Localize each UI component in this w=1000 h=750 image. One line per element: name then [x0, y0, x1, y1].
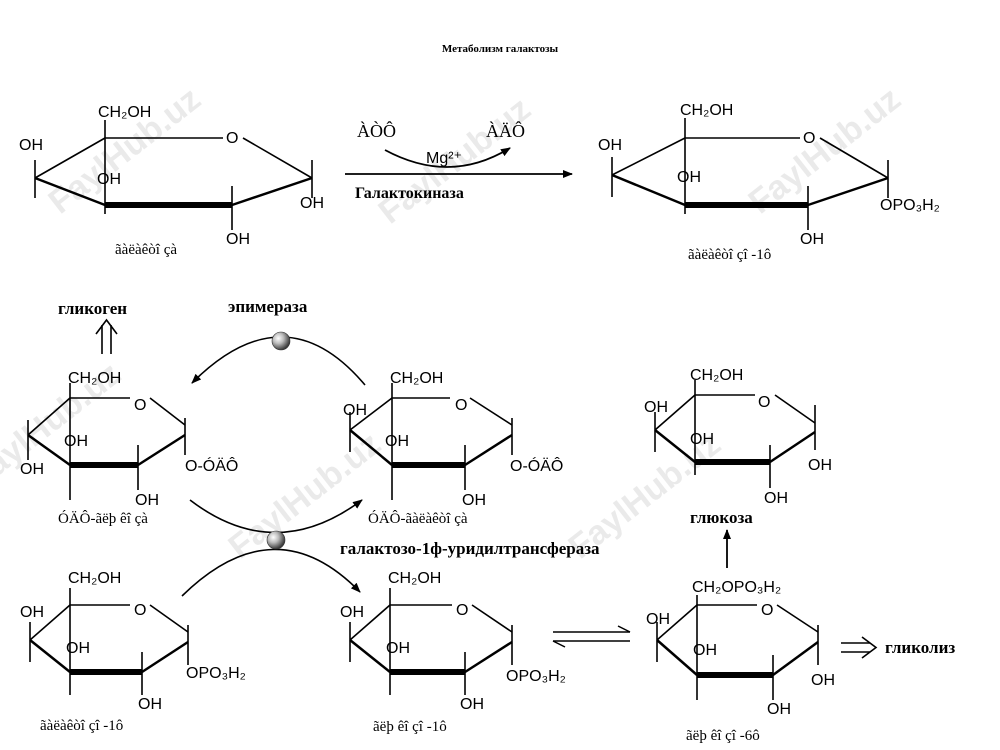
- page-title: Метаболизм галактозы: [442, 43, 559, 55]
- compound-caption: ãàëàêòî çî -1ô: [40, 718, 123, 734]
- molecule-galactose-top: CH₂OH OH O OH OH OH ãàëàêòî çà: [19, 104, 324, 258]
- atp-label: ÀÒÔ: [357, 120, 396, 141]
- atom-label: OH: [598, 137, 622, 154]
- compound-caption: ÓÄÔ-ãëþ êî çà: [58, 510, 148, 527]
- molecule-glucose: CH₂OH OH O OH OH OH: [644, 367, 832, 507]
- atom-label: OH: [20, 461, 44, 478]
- atom-label: OH: [226, 231, 250, 248]
- atom-label: OH: [767, 701, 791, 718]
- molecule-glucose-1p: CH₂OH OH O OH OPO₃H₂ OH ãëþ êî çî -1ô: [340, 570, 566, 735]
- compound-caption: ãàëàêòî çî -1ô: [688, 247, 771, 263]
- enzyme-galactokinase: Галактокиназа: [355, 185, 464, 202]
- atom-label: OH: [811, 672, 835, 689]
- atom-label: CH₂OH: [98, 104, 151, 121]
- atom-label: OH: [138, 696, 162, 713]
- atom-label: O-ÓÄÔ: [185, 456, 238, 475]
- atom-label: O-ÓÄÔ: [510, 456, 563, 475]
- atom-label: OH: [690, 431, 714, 448]
- atom-label: OH: [764, 490, 788, 507]
- compound-caption: ãëþ êî çî -1ô: [373, 719, 447, 735]
- compound-caption: ãëþ êî çî -6ô: [686, 728, 760, 744]
- atom-label: CH₂OH: [68, 570, 121, 587]
- molecule-glucose-6p: CH₂OPO₃H₂ OH O OH OH OH ãëþ êî çî -6ô: [646, 579, 835, 744]
- galactokinase-reaction: ÀÒÔ ÀÄÔ Mg²⁺ Галактокиназа: [345, 120, 573, 202]
- atom-label: OH: [135, 492, 159, 509]
- atom-label: OH: [64, 433, 88, 450]
- glycolysis-label: гликолиз: [885, 638, 955, 657]
- double-arrow-up: [95, 318, 118, 354]
- epimerase-arrow: [191, 331, 366, 386]
- ring-oxygen: O: [134, 397, 146, 414]
- atom-label: OH: [343, 402, 367, 419]
- atom-label: CH₂OH: [690, 367, 743, 384]
- ring-oxygen: O: [761, 602, 773, 619]
- molecule-galactose-1p-bottom: CH₂OH OH O OH OPO₃H₂ OH ãàëàêòî çî -1ô: [20, 570, 246, 734]
- atom-label: OPO₃H₂: [506, 668, 566, 685]
- atom-label: OH: [300, 195, 324, 212]
- atom-label: OH: [460, 696, 484, 713]
- atom-label: OH: [20, 604, 44, 621]
- atom-label: OPO₃H₂: [186, 665, 246, 682]
- glycogen-label: гликоген: [58, 299, 127, 318]
- ring-oxygen: O: [226, 130, 238, 147]
- atom-label: OPO₃H₂: [880, 197, 940, 214]
- atom-label: OH: [800, 231, 824, 248]
- adp-label: ÀÄÔ: [486, 120, 525, 141]
- glucose-label: глюкоза: [690, 508, 753, 527]
- enzyme-ball: [266, 530, 286, 550]
- equilibrium-arrows: [552, 625, 631, 648]
- enzyme-ball: [271, 331, 291, 351]
- atom-label: OH: [340, 604, 364, 621]
- atom-label: OH: [97, 171, 121, 188]
- molecule-udp-galactose: CH₂OH OH O OH O-ÓÄÔ OH ÓÄÔ-ãàëàêòî çà: [343, 370, 563, 527]
- atom-label: CH₂OH: [388, 570, 441, 587]
- compound-caption: ãàëàêòî çà: [115, 242, 177, 258]
- ring-oxygen: O: [758, 394, 770, 411]
- atom-label: CH₂OH: [680, 102, 733, 119]
- atom-label: CH₂OH: [390, 370, 443, 387]
- atom-label: OH: [693, 642, 717, 659]
- cofactor-label: Mg²⁺: [426, 150, 462, 167]
- ring-oxygen: O: [456, 602, 468, 619]
- compound-caption: ÓÄÔ-ãàëàêòî çà: [368, 510, 468, 527]
- atom-label: OH: [462, 492, 486, 509]
- watermark: FaylHub.uz: [42, 80, 208, 222]
- atom-label: OH: [386, 640, 410, 657]
- epimerase-label: эпимераза: [228, 297, 308, 316]
- molecule-galactose-1p-top: CH₂OH OH O OH OPO₃H₂ OH ãàëàêòî çî -1ô: [598, 102, 940, 263]
- molecule-udp-glucose: CH₂OH O OH OH O-ÓÄÔ OH ÓÄÔ-ãëþ êî çà: [20, 370, 238, 527]
- atom-label: OH: [808, 457, 832, 474]
- ring-oxygen: O: [455, 397, 467, 414]
- atom-label: OH: [646, 611, 670, 628]
- atom-label: OH: [19, 137, 43, 154]
- transferase-label: галактозо-1ф-уридилтрансфераза: [340, 539, 600, 558]
- atom-label: CH₂OH: [68, 370, 121, 387]
- ring-oxygen: O: [803, 130, 815, 147]
- atom-label: OH: [677, 169, 701, 186]
- atom-label: CH₂OPO₃H₂: [692, 579, 781, 596]
- atom-label: OH: [66, 640, 90, 657]
- atom-label: OH: [385, 433, 409, 450]
- double-arrow-right: [841, 636, 878, 659]
- transferase-arrows: [181, 499, 363, 597]
- atom-label: OH: [644, 399, 668, 416]
- ring-oxygen: O: [134, 602, 146, 619]
